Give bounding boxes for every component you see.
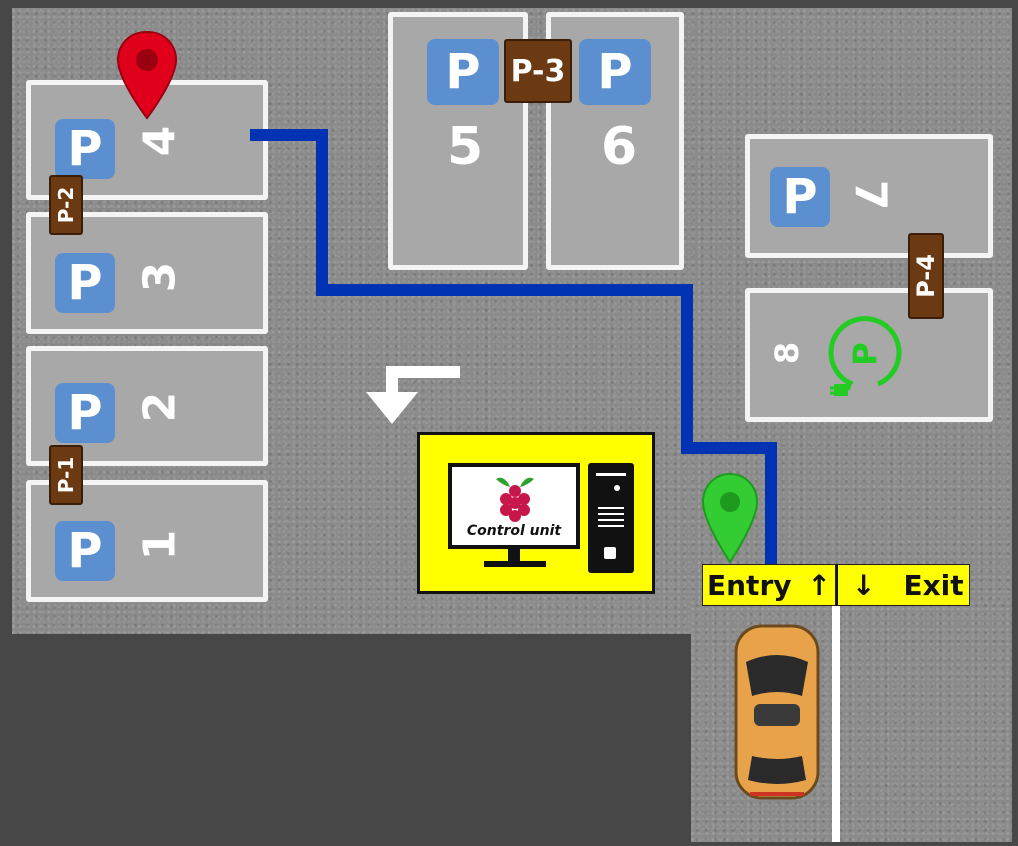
- parking-sign: P: [579, 39, 651, 105]
- exit-gate[interactable]: ↓ Exit: [836, 564, 970, 606]
- control-unit[interactable]: Control unit: [417, 432, 655, 594]
- monitor-base: [484, 561, 546, 567]
- ev-charging-icon: P: [828, 316, 902, 396]
- entry-gate[interactable]: Entry ↑: [702, 564, 836, 606]
- monitor-icon: Control unit: [448, 463, 580, 549]
- monitor-stand: [508, 549, 520, 563]
- parking-slot-3[interactable]: P 3: [26, 212, 268, 334]
- lane-divider: [832, 606, 840, 842]
- raspberry-pi-icon: [496, 477, 534, 522]
- exit-label: Exit: [903, 568, 964, 602]
- turn-left-arrow-icon: [366, 366, 460, 424]
- green-location-pin-icon: [701, 472, 759, 564]
- car-icon[interactable]: [732, 622, 822, 802]
- parking-sign: P: [55, 253, 115, 313]
- parking-sign: P: [770, 167, 830, 227]
- red-location-pin-icon: [116, 30, 178, 120]
- exit-arrow-icon: ↓: [852, 568, 876, 602]
- svg-text:P: P: [846, 342, 884, 365]
- parking-sign: P: [55, 521, 115, 581]
- entry-label: Entry: [707, 568, 792, 602]
- parking-sign: P: [427, 39, 499, 105]
- parking-sign: P: [55, 383, 115, 443]
- slot-number: 6: [601, 117, 638, 177]
- parking-slot-7[interactable]: P 7: [745, 134, 993, 258]
- parking-sign: P: [55, 119, 115, 179]
- entry-arrow-icon: ↑: [807, 568, 831, 602]
- control-unit-label: Control unit: [466, 523, 562, 539]
- parking-slot-8[interactable]: 8: [745, 288, 993, 422]
- slot-number: 5: [447, 117, 484, 177]
- computer-tower-icon: [588, 463, 634, 573]
- zone-label-p3: P-3: [504, 39, 572, 103]
